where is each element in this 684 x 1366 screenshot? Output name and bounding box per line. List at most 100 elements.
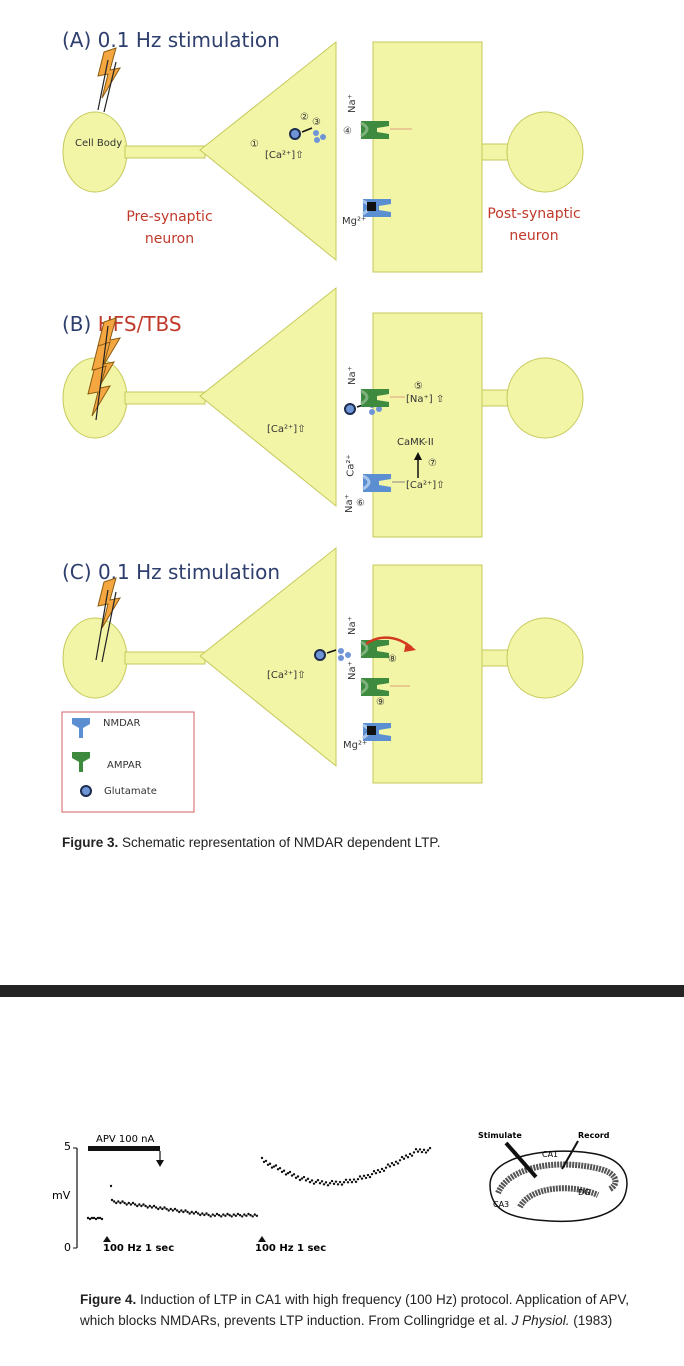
- trace-dot: [230, 1215, 233, 1218]
- figure-3-caption-bold: Figure 3.: [62, 835, 119, 850]
- trace-dot: [192, 1212, 196, 1215]
- trace-dot: [144, 1204, 147, 1208]
- trace-dot: [370, 1172, 374, 1176]
- trace-dot: [372, 1170, 376, 1173]
- panel-c-title: (C) 0.1 Hz stimulation: [62, 560, 280, 584]
- nmdar-icon: [72, 718, 90, 738]
- trace-dot: [109, 1184, 113, 1188]
- stimulate-label: Stimulate: [478, 1131, 522, 1140]
- trace-dot: [278, 1166, 282, 1170]
- trace-dot: [167, 1209, 170, 1212]
- panel-c-label: (C): [62, 560, 92, 584]
- trace-dot: [136, 1204, 139, 1208]
- trace-dot: [270, 1166, 274, 1169]
- panel-a-diagram: [62, 41, 584, 273]
- trace-dot: [182, 1210, 185, 1214]
- trace-dot: [234, 1214, 238, 1217]
- legend-glutamate-label: Glutamate: [104, 786, 157, 797]
- trace-dot: [117, 1200, 120, 1203]
- trace-dot: [360, 1177, 364, 1180]
- trace-dot: [352, 1178, 356, 1181]
- trace-dot: [318, 1182, 322, 1185]
- ca1-label: CA1: [542, 1150, 559, 1159]
- apv-label: APV 100 nA: [96, 1134, 155, 1145]
- trace-dot: [115, 1201, 118, 1205]
- trace-dot: [154, 1206, 158, 1209]
- panel-b-diagram: [62, 287, 584, 538]
- trace-dot: [232, 1213, 235, 1216]
- dg-label: DG: [578, 1188, 591, 1197]
- trace-dot: [382, 1169, 386, 1173]
- trace-dot: [253, 1213, 256, 1216]
- cell-body-label: Cell Body: [75, 138, 123, 149]
- stim-label-2: 100 Hz 1 sec: [255, 1243, 327, 1254]
- trace-dot: [420, 1150, 424, 1154]
- trace-dot: [324, 1181, 328, 1184]
- trace-dot: [196, 1212, 200, 1215]
- panel-c-title-text: 0.1 Hz stimulation: [97, 560, 281, 584]
- trace-dot: [282, 1169, 286, 1172]
- trace-dot: [322, 1183, 326, 1186]
- y-tick-5: 5: [64, 1140, 71, 1153]
- trace-dot: [384, 1166, 388, 1169]
- trace-dot: [378, 1170, 382, 1174]
- trace-dot: [410, 1154, 414, 1157]
- trace-dot: [203, 1213, 206, 1217]
- trace-dot: [98, 1216, 102, 1220]
- na-label-b2: Na⁺: [343, 494, 355, 513]
- hippocampus-diagram: [489, 1140, 628, 1223]
- camk-label: CaMK-II: [397, 437, 434, 448]
- panel-a-title-text: 0.1 Hz stimulation: [97, 28, 280, 52]
- step-1-label: ①: [250, 139, 259, 150]
- na-label-c2: Na⁺: [346, 661, 358, 680]
- figure-3-caption-text: Schematic representation of NMDAR depend…: [118, 835, 441, 850]
- trace-dot: [133, 1203, 137, 1206]
- trace-dot: [173, 1207, 177, 1211]
- trace-dot: [207, 1213, 210, 1217]
- trace-dot: [268, 1162, 272, 1165]
- panel-b-label: (B): [62, 312, 92, 336]
- trace-dot: [288, 1170, 292, 1174]
- ca-label-b: Ca²⁺: [345, 454, 357, 477]
- trace-dot: [150, 1206, 154, 1209]
- trace-dot: [326, 1184, 330, 1187]
- ca-rise-label-b: [Ca²⁺]⇧: [267, 424, 306, 435]
- trace-dot: [188, 1212, 191, 1215]
- trace-dot: [190, 1210, 193, 1214]
- trace-dot: [404, 1154, 408, 1157]
- trace-dot: [178, 1210, 181, 1214]
- y-tick-0: 0: [64, 1241, 71, 1254]
- trace-dot: [236, 1212, 240, 1216]
- trace-dot: [159, 1206, 162, 1209]
- trace-dot: [306, 1177, 310, 1181]
- ca-rise-label-b2: [Ca²⁺]⇧: [406, 480, 445, 491]
- trace-dot: [400, 1155, 404, 1159]
- trace-dot: [308, 1180, 312, 1184]
- trace-dot: [424, 1151, 428, 1154]
- trace-dot: [342, 1181, 346, 1184]
- trace-dot: [314, 1180, 318, 1184]
- trace-dot: [220, 1215, 223, 1218]
- trace-dot: [152, 1204, 156, 1208]
- trace-dot: [358, 1175, 362, 1178]
- trace-dot: [175, 1209, 179, 1212]
- trace-dot: [260, 1156, 264, 1160]
- y-unit-label: mV: [52, 1189, 71, 1202]
- trace-dot: [408, 1152, 412, 1156]
- panel-c-diagram: [62, 547, 584, 784]
- trace-dot: [213, 1214, 217, 1217]
- trace-dot: [320, 1180, 324, 1183]
- step-8-label: ⑧: [388, 654, 397, 665]
- trace-dot: [350, 1180, 354, 1184]
- trace-dot: [274, 1164, 278, 1167]
- trace-dot: [428, 1146, 432, 1150]
- trace-dot: [414, 1148, 418, 1151]
- na-rise-label: [Na⁺] ⇧: [406, 394, 445, 405]
- step-2-label: ②: [300, 112, 309, 123]
- trace-dot: [312, 1182, 316, 1185]
- trace-dot: [201, 1212, 204, 1215]
- trace-dot: [346, 1181, 350, 1184]
- page-divider: [0, 985, 684, 997]
- trace-dot: [127, 1201, 130, 1205]
- trace-dot: [310, 1179, 314, 1182]
